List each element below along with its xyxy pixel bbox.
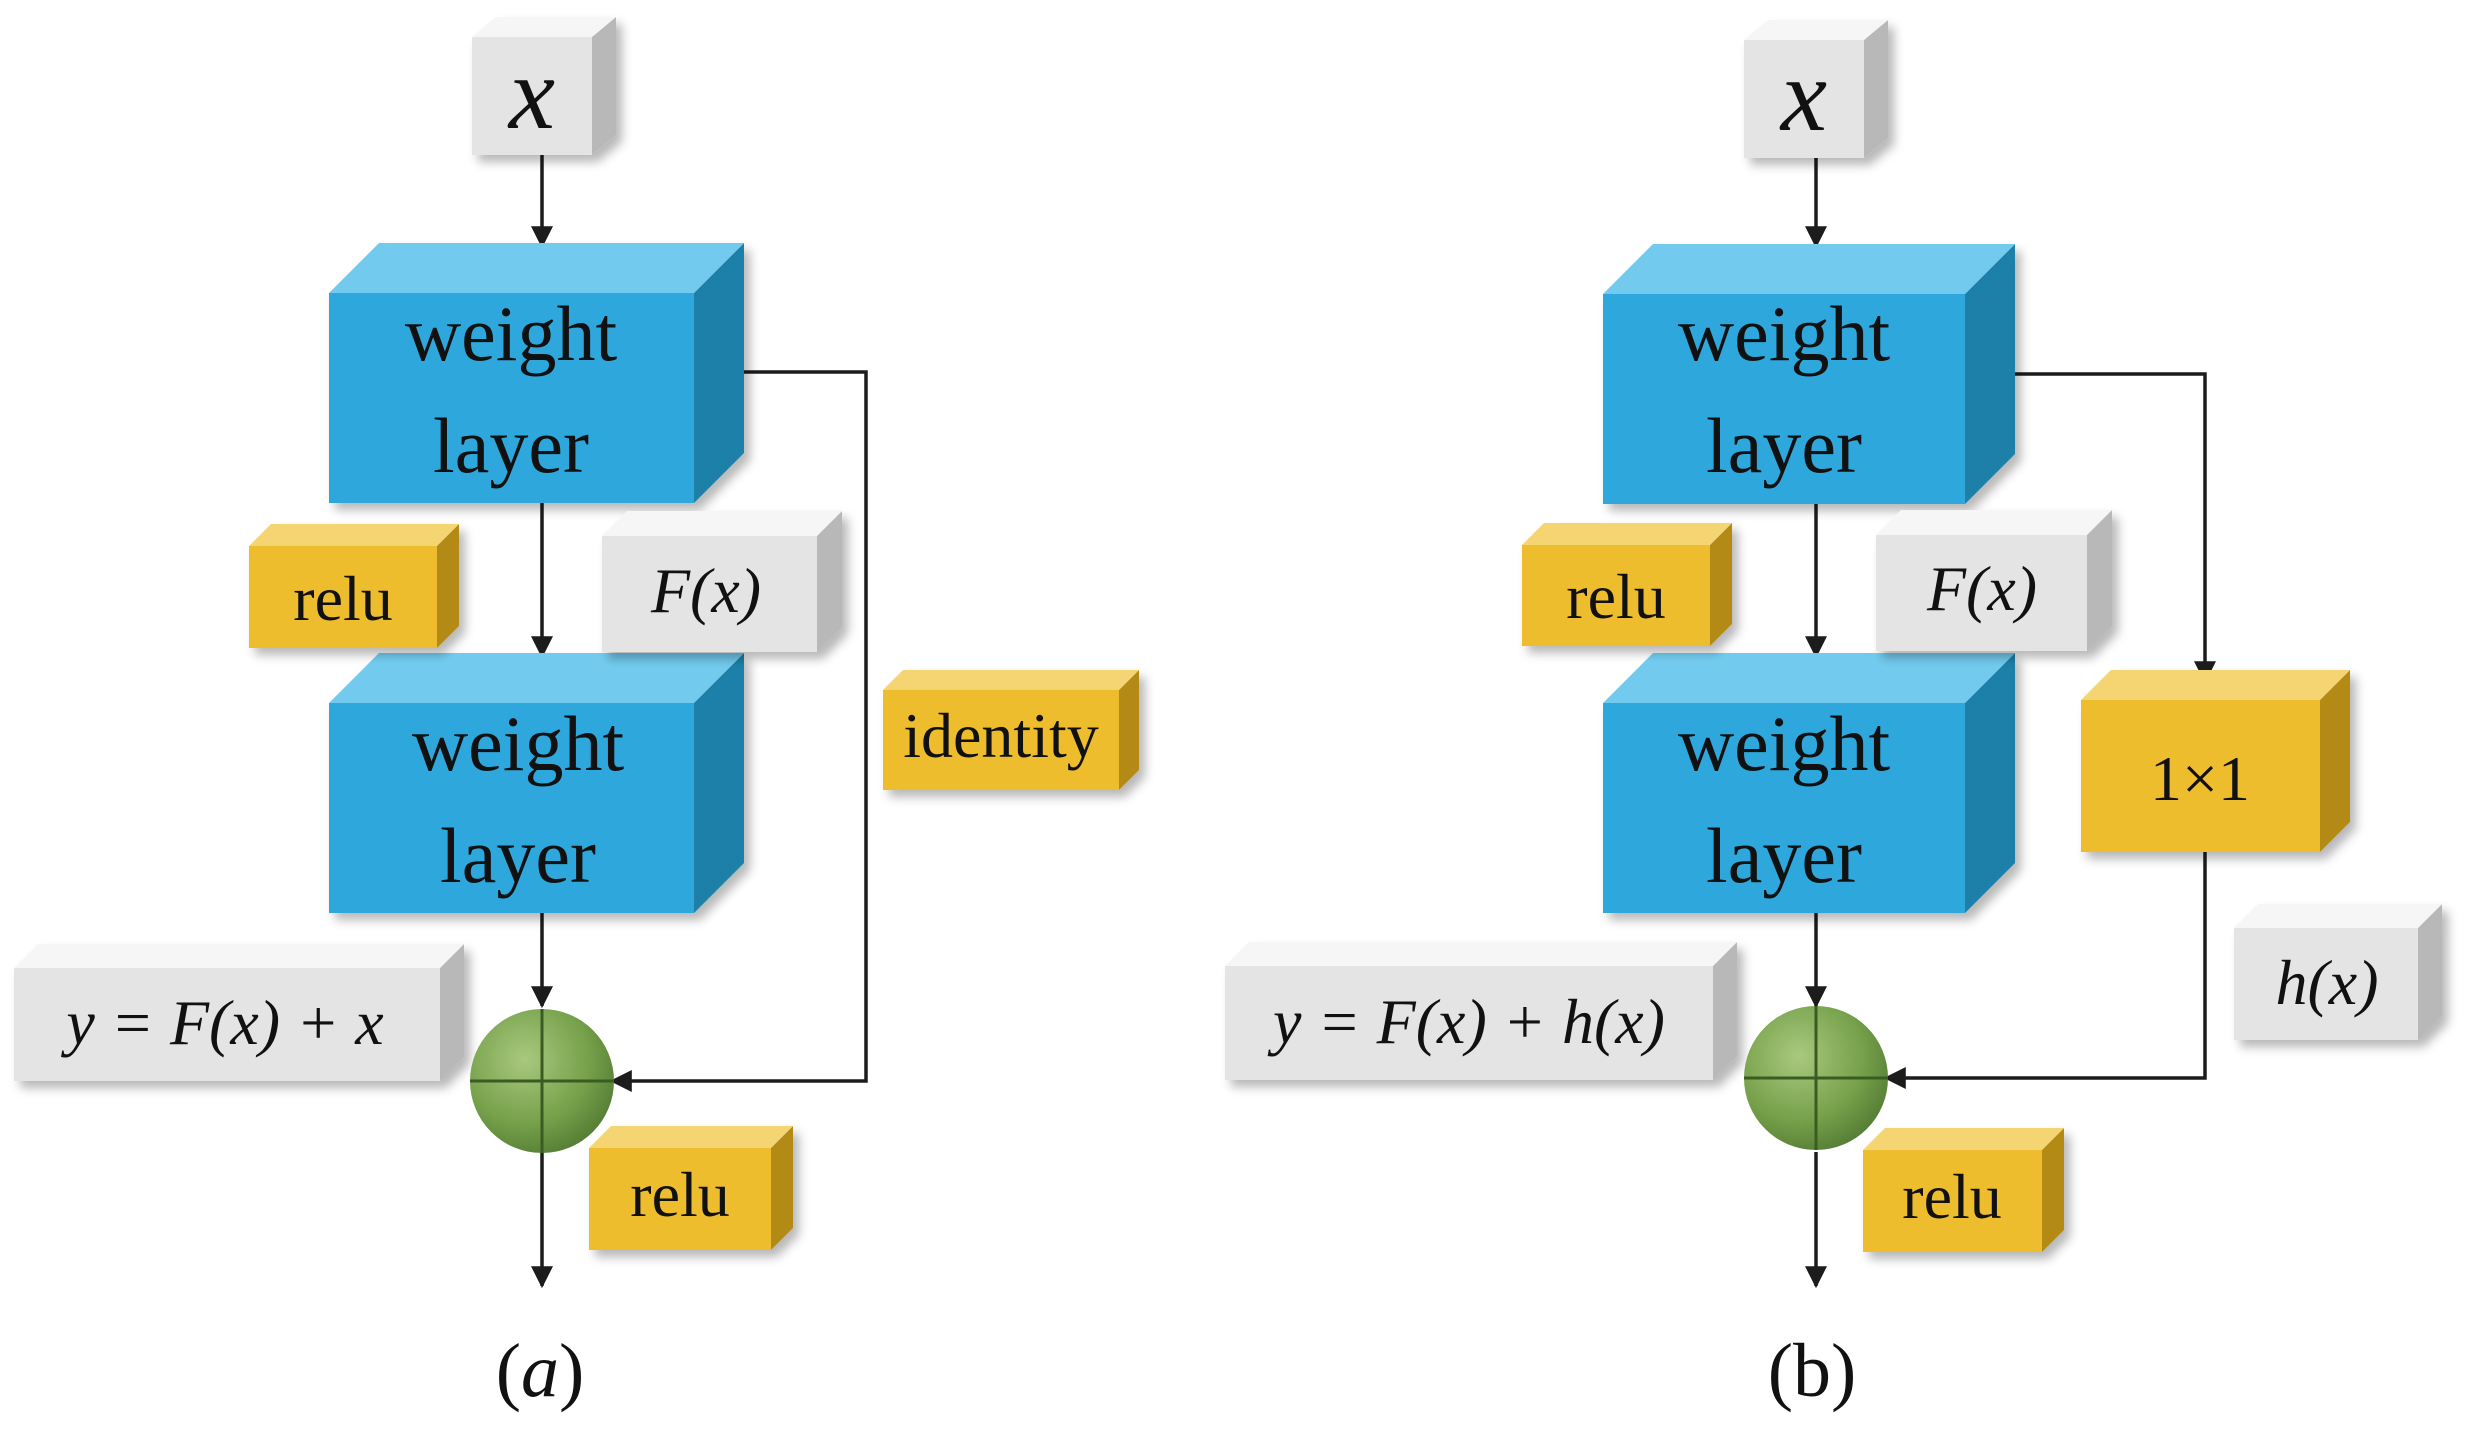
weight-layer-1-label-line1: weight xyxy=(405,290,618,377)
input-x-label-b: x xyxy=(1779,38,1827,153)
identity-box xyxy=(883,670,1139,790)
input-x-box xyxy=(472,17,616,155)
panel-a: x weight layer weight layer relu xyxy=(14,17,1139,1413)
weight-layer-1-label-line2-b: layer xyxy=(1706,402,1862,489)
caption-a-letter: a xyxy=(521,1329,559,1413)
input-x-label: x xyxy=(507,36,555,151)
relu-2-label-b: relu xyxy=(1902,1161,2002,1232)
weight-layer-2-label-line1: weight xyxy=(412,700,625,787)
relu-2-box-b xyxy=(1863,1128,2064,1252)
weight-layer-2-box xyxy=(329,653,744,913)
identity-label: identity xyxy=(903,700,1099,771)
conv-1x1-box xyxy=(2081,670,2350,852)
weight-layer-1-box xyxy=(329,243,744,503)
relu-1-box xyxy=(249,524,459,648)
panel-b: x weight layer weight layer relu xyxy=(1225,20,2442,1413)
fx-label-b: F(x) xyxy=(1926,553,2037,624)
relu-1-box-b xyxy=(1522,523,1732,646)
relu-2-label: relu xyxy=(630,1159,730,1230)
weight-layer-2-label-line2: layer xyxy=(440,812,596,899)
output-equation-box xyxy=(14,944,464,1081)
weight-layer-2-label-line2-b: layer xyxy=(1706,812,1862,899)
output-equation-label: y = F(x) + x xyxy=(60,987,383,1058)
relu-2-box xyxy=(589,1126,793,1250)
projection-shortcut-line-top xyxy=(1998,372,2216,684)
weight-layer-2-box-b xyxy=(1603,653,2015,913)
relu-1-label: relu xyxy=(293,563,393,634)
fx-box-b xyxy=(1876,510,2112,651)
output-equation-label-b: y = F(x) + h(x) xyxy=(1267,986,1665,1057)
conv-1x1-label: 1×1 xyxy=(2150,743,2250,814)
identity-shortcut-line xyxy=(609,370,868,1092)
weight-layer-1-label-line2: layer xyxy=(433,402,589,489)
fx-label: F(x) xyxy=(650,555,761,626)
input-x-box-b xyxy=(1744,20,1888,158)
hx-label: h(x) xyxy=(2275,947,2378,1018)
fx-box xyxy=(602,511,842,652)
weight-layer-2-label-line1-b: weight xyxy=(1678,700,1891,787)
hx-box xyxy=(2234,904,2442,1040)
weight-layer-1-box-b xyxy=(1603,244,2015,504)
sum-node xyxy=(470,1009,614,1153)
caption-b: (b) xyxy=(1768,1329,1857,1413)
weight-layer-1-label-line1-b: weight xyxy=(1678,290,1891,377)
projection-shortcut-line-bottom xyxy=(1883,852,2207,1089)
caption-a: (a) xyxy=(496,1329,585,1413)
relu-1-label-b: relu xyxy=(1566,561,1666,632)
output-equation-box-b xyxy=(1225,942,1737,1080)
sum-node-b xyxy=(1744,1006,1888,1150)
